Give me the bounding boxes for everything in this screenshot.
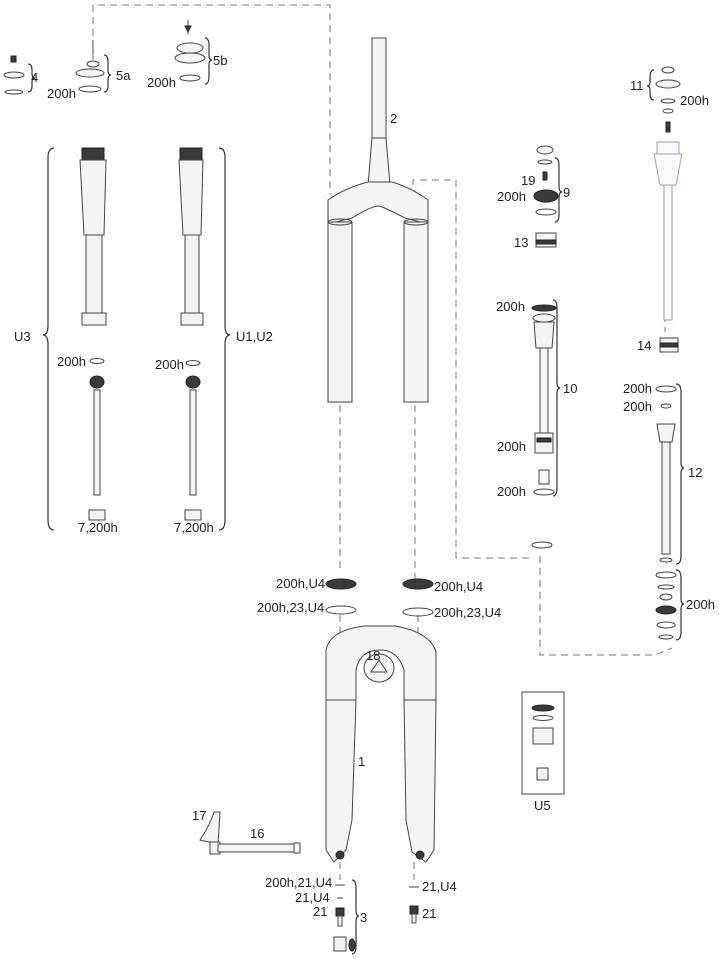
label-1: 1 bbox=[358, 754, 365, 769]
label-200h: 200h bbox=[623, 381, 652, 396]
part-u5-kit bbox=[521, 691, 565, 795]
label-200h: 200h bbox=[147, 75, 176, 90]
label-200h: 200h bbox=[497, 439, 526, 454]
label-17: 17 bbox=[192, 808, 206, 823]
label-14: 14 bbox=[637, 338, 651, 353]
label-11: 11 bbox=[630, 78, 644, 93]
part-5a-assembly bbox=[75, 40, 112, 93]
lower-legs-part-1 bbox=[325, 625, 437, 863]
label-5b: 5b bbox=[213, 53, 227, 68]
dashed-leader-lines bbox=[92, 4, 673, 880]
label-200h-u4: 200h,U4 bbox=[434, 579, 483, 594]
label-10: 10 bbox=[563, 381, 577, 396]
small-clip bbox=[531, 541, 553, 549]
part-5b-assembly bbox=[174, 20, 213, 85]
label-200h: 200h bbox=[57, 354, 86, 369]
spring-cartridge-right bbox=[178, 147, 231, 531]
label-7-200h: 7,200h bbox=[78, 520, 118, 535]
callout-labels: 4 5a 5b 200h 200h 2 11 200h 19 9 200h 13… bbox=[14, 53, 715, 925]
label-21: 21 bbox=[313, 904, 327, 919]
label-7-200h: 7,200h bbox=[174, 520, 214, 535]
label-18: 18 bbox=[366, 648, 380, 663]
label-9: 9 bbox=[563, 185, 570, 200]
label-u5: U5 bbox=[534, 798, 551, 813]
label-13: 13 bbox=[514, 235, 528, 250]
part-21-right bbox=[409, 886, 419, 924]
part-9-assembly bbox=[533, 145, 563, 223]
label-16: 16 bbox=[250, 826, 264, 841]
label-2: 2 bbox=[390, 111, 397, 126]
lower-seals bbox=[325, 578, 434, 617]
label-200h: 200h bbox=[47, 86, 76, 101]
label-200h: 200h bbox=[623, 399, 652, 414]
label-u3: U3 bbox=[14, 329, 31, 344]
label-200h: 200h bbox=[497, 189, 526, 204]
label-200h: 200h bbox=[155, 357, 184, 372]
label-5a: 5a bbox=[116, 68, 131, 83]
part-13 bbox=[535, 232, 557, 248]
label-200h: 200h bbox=[686, 597, 715, 612]
seal-kit-200h-right bbox=[655, 569, 685, 641]
part-3-assembly bbox=[333, 879, 360, 955]
part-11-assembly bbox=[646, 66, 681, 133]
label-200h-23-u4: 200h,23,U4 bbox=[434, 605, 501, 620]
damper-cartridge-left bbox=[42, 147, 107, 531]
part-12-assembly bbox=[655, 383, 685, 565]
label-12: 12 bbox=[688, 465, 702, 480]
label-21-u4: 21,U4 bbox=[295, 890, 330, 905]
thru-axle-part-16 bbox=[199, 811, 301, 855]
label-19: 19 bbox=[521, 173, 535, 188]
label-21-u4: 21,U4 bbox=[422, 879, 457, 894]
air-spring-shaft bbox=[653, 141, 683, 321]
label-200h: 200h bbox=[496, 299, 525, 314]
label-200h: 200h bbox=[497, 484, 526, 499]
part-4-assembly bbox=[3, 55, 36, 95]
part-14 bbox=[659, 337, 679, 353]
label-u1-u2: U1,U2 bbox=[236, 329, 273, 344]
label-200h-u4: 200h,U4 bbox=[276, 576, 325, 591]
label-21: 21 bbox=[422, 906, 436, 921]
part-10-assembly bbox=[531, 299, 561, 497]
label-200h: 200h bbox=[680, 93, 709, 108]
label-4: 4 bbox=[31, 70, 38, 85]
label-200h-21-u4: 200h,21,U4 bbox=[265, 875, 332, 890]
label-200h-23-u4: 200h,23,U4 bbox=[257, 600, 324, 615]
label-3: 3 bbox=[360, 910, 367, 925]
steerer-crown-part-2 bbox=[327, 37, 429, 403]
